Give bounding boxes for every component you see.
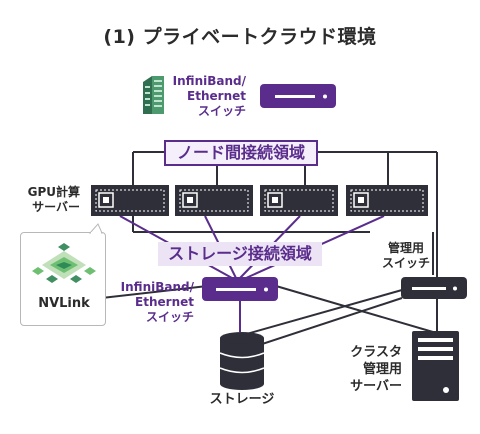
storage-label: ストレージ (209, 392, 275, 407)
mid-switch-icon (202, 277, 278, 301)
mgmt-switch-icon (401, 277, 467, 299)
gpu-server-label-line2: サーバー (32, 200, 80, 214)
nvlink-chip-icon (32, 243, 96, 283)
cluster-server-label-line1: クラスタ (350, 345, 402, 360)
storage-zone-label: ストレージ接続領域 (158, 242, 322, 266)
mid-switch-label-line2: Ethernet (135, 295, 194, 309)
gpu-server-1-icon (91, 185, 169, 216)
cluster-server-label-line2: 管理用 (362, 362, 402, 377)
top-switch-label-line3: スイッチ (197, 104, 246, 118)
mid-switch-label-line3: スイッチ (145, 310, 194, 324)
gpu-server-3-icon (260, 185, 338, 216)
diagram-title: (1) プライベートクラウド環境 (103, 26, 377, 48)
cluster-server-label-line3: サーバー (350, 379, 402, 394)
gpu-server-label: GPU計算 サーバー (10, 185, 80, 215)
mgmt-switch-label-line1: 管理用 (387, 241, 424, 255)
mgmt-switch-label-line2: スイッチ (381, 256, 430, 270)
nvlink-callout: NVLink (20, 232, 106, 326)
nvlink-label: NVLink (38, 296, 90, 311)
top-switch-label-line1: InfiniBand/ (172, 74, 246, 88)
top-switch-label-line2: Ethernet (187, 89, 246, 103)
cluster-server-label: クラスタ 管理用 サーバー (330, 344, 402, 395)
cluster-server-icon (412, 331, 459, 401)
top-switch-label: InfiniBand/ Ethernet スイッチ (150, 74, 246, 119)
mgmt-switch-label: 管理用 スイッチ (374, 241, 438, 271)
storage-icon (219, 332, 265, 390)
gpu-server-4-icon (346, 185, 428, 216)
node-zone-label: ノード間接続領域 (164, 140, 318, 166)
gpu-server-2-icon (175, 185, 253, 216)
building-icon (143, 76, 164, 114)
mid-switch-label-line1: InfiniBand/ (120, 280, 194, 294)
gpu-server-label-line1: GPU計算 (27, 185, 80, 199)
top-switch-icon (260, 84, 336, 108)
mid-switch-label: InfiniBand/ Ethernet スイッチ (96, 280, 194, 325)
